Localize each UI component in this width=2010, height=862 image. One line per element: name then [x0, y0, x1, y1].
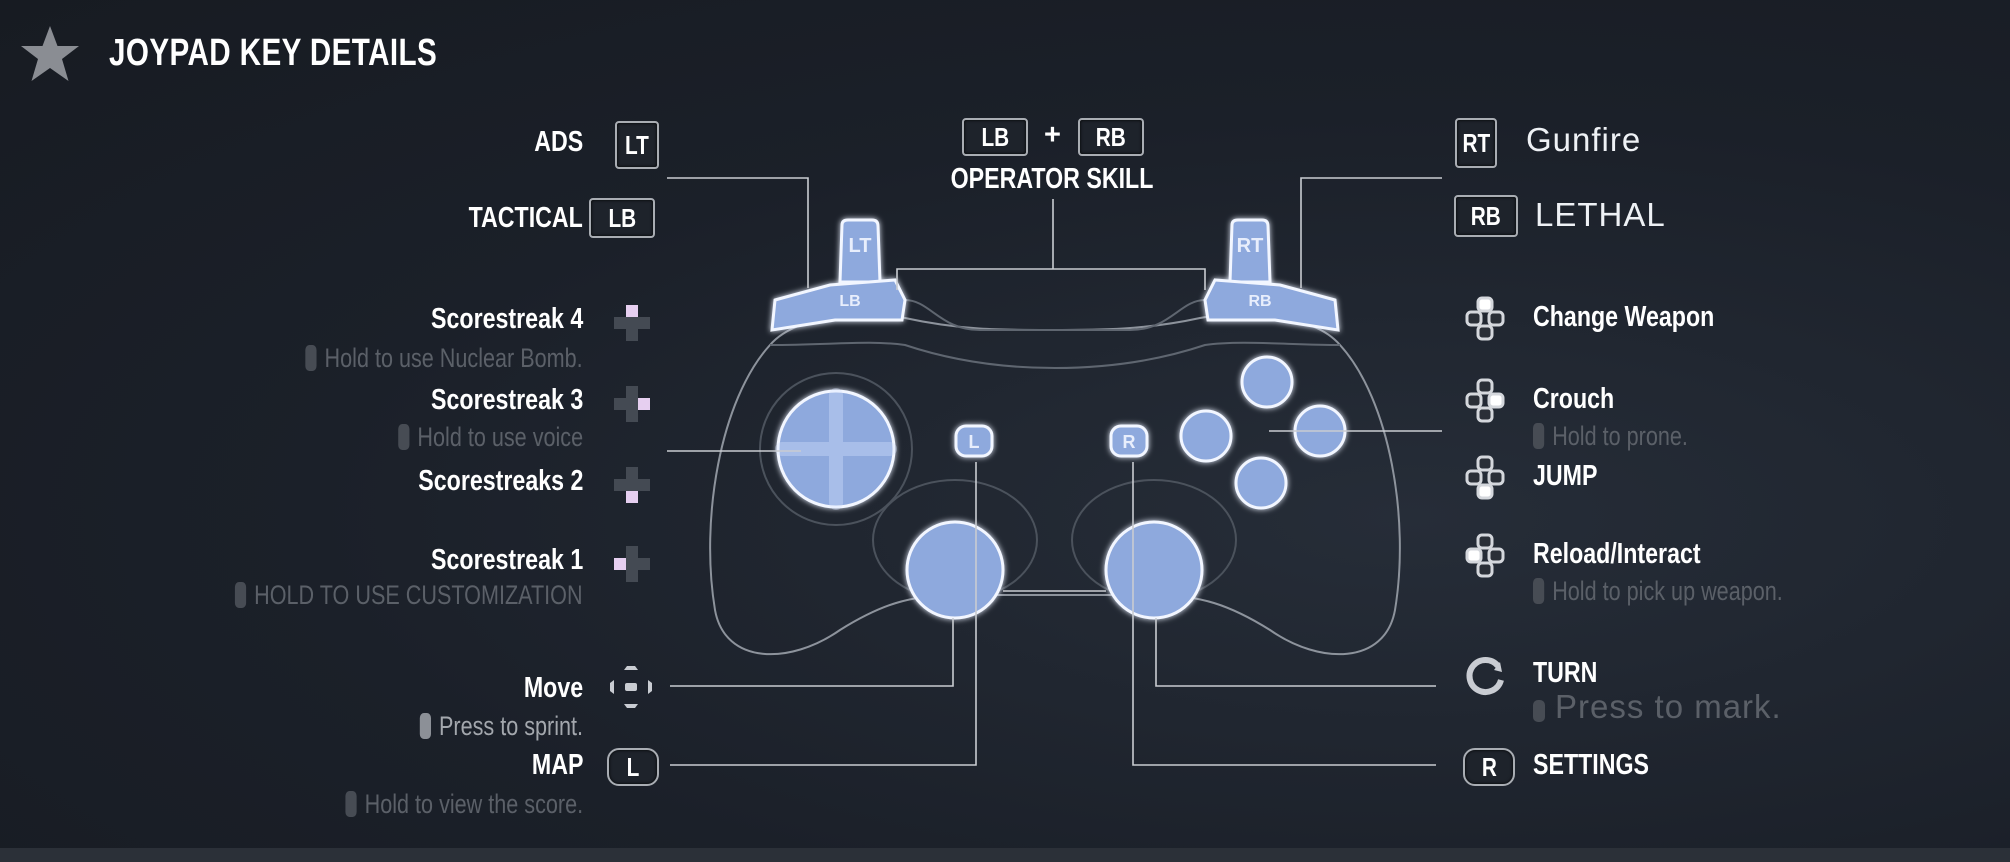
l-key-badge: L — [607, 748, 659, 786]
left-stick — [905, 520, 1005, 620]
lt-trigger — [838, 218, 882, 284]
scorestreak2-label: Scorestreaks 2 — [417, 465, 583, 497]
scorestreak4-label: Scorestreak 4 — [430, 303, 583, 335]
lb-key-badge: LB — [589, 198, 655, 238]
face-button-left-icon — [1461, 529, 1511, 586]
rb-label: RB — [1248, 293, 1271, 310]
rb-key-badge: RB — [1078, 118, 1144, 156]
lb-label: LB — [839, 293, 860, 310]
turn-label: TURN — [1533, 657, 1598, 689]
press-down-icon — [1533, 700, 1545, 722]
hold-icon — [235, 582, 247, 608]
face-button-top — [1240, 355, 1294, 409]
leader-lines — [667, 177, 1442, 766]
dpad-up-icon — [612, 303, 652, 348]
tactical-label: TACTICAL — [468, 202, 583, 234]
scorestreak3-label: Scorestreak 3 — [430, 384, 583, 416]
reload-hint: Hold to pick up weapon. — [1533, 575, 1783, 607]
settings-label: SETTINGS — [1533, 749, 1650, 781]
plus-sign: + — [1044, 119, 1061, 151]
lb-bumper — [770, 278, 907, 332]
lt-label: LT — [849, 235, 872, 257]
hold-icon — [1533, 578, 1545, 604]
reload-label: Reload/Interact — [1533, 538, 1701, 570]
move-hint: Press to sprint. — [419, 710, 583, 742]
page-title: JOYPAD KEY DETAILS — [109, 32, 438, 74]
dpad-left-icon — [612, 544, 652, 589]
press-icon — [419, 713, 431, 739]
crouch-hint: Hold to prone. — [1533, 420, 1688, 452]
jump-label: JUMP — [1533, 460, 1598, 492]
hold-icon — [398, 424, 410, 450]
scorestreak4-hint: Hold to use Nuclear Bomb. — [305, 342, 583, 374]
map-hint: Hold to view the score. — [345, 788, 583, 820]
l-button-label: L — [969, 432, 980, 452]
lt-key-badge: LT — [615, 121, 659, 169]
lb-key-badge: LB — [962, 118, 1028, 156]
move-label: Move — [523, 672, 583, 704]
rt-label: RT — [1237, 235, 1264, 257]
rb-key-badge: RB — [1454, 195, 1518, 237]
face-button-right-icon — [1461, 374, 1511, 431]
face-button-bottom-icon — [1461, 451, 1511, 508]
rotate-icon — [1466, 657, 1504, 695]
lethal-label: LETHAL — [1535, 196, 1666, 233]
face-button-left — [1179, 409, 1233, 463]
l-button — [954, 424, 994, 458]
crouch-label: Crouch — [1533, 383, 1615, 415]
dpad — [776, 389, 896, 509]
face-button-top-icon — [1461, 292, 1511, 349]
r-button — [1109, 424, 1149, 458]
face-button-bottom — [1234, 456, 1288, 510]
scorestreak1-label: Scorestreak 1 — [430, 544, 583, 576]
r-button-label: R — [1123, 432, 1136, 452]
ads-label: ADS — [534, 126, 583, 158]
right-stick — [1104, 520, 1204, 620]
hold-icon — [1533, 423, 1545, 449]
bottom-bar — [0, 848, 2010, 862]
scorestreak1-hint: HOLD TO USE CUSTOMIZATION — [235, 579, 583, 611]
rt-trigger — [1228, 218, 1272, 284]
hold-icon — [345, 791, 357, 817]
map-label: MAP — [531, 749, 583, 781]
left-stick-move-icon — [610, 666, 652, 708]
scorestreak3-hint: Hold to use voice — [398, 421, 583, 453]
turn-hint: Press to mark. — [1533, 690, 1782, 723]
r-key-badge: R — [1463, 748, 1515, 786]
dpad-right-icon — [612, 384, 652, 429]
operator-skill-label: OPERATOR SKILL — [950, 163, 1154, 195]
change-weapon-label: Change Weapon — [1533, 301, 1715, 333]
rb-bumper — [1203, 278, 1340, 332]
gunfire-label: Gunfire — [1526, 121, 1642, 158]
rt-key-badge: RT — [1455, 118, 1497, 168]
hold-icon — [305, 345, 317, 371]
dpad-down-icon — [612, 465, 652, 510]
star-icon — [21, 26, 79, 81]
